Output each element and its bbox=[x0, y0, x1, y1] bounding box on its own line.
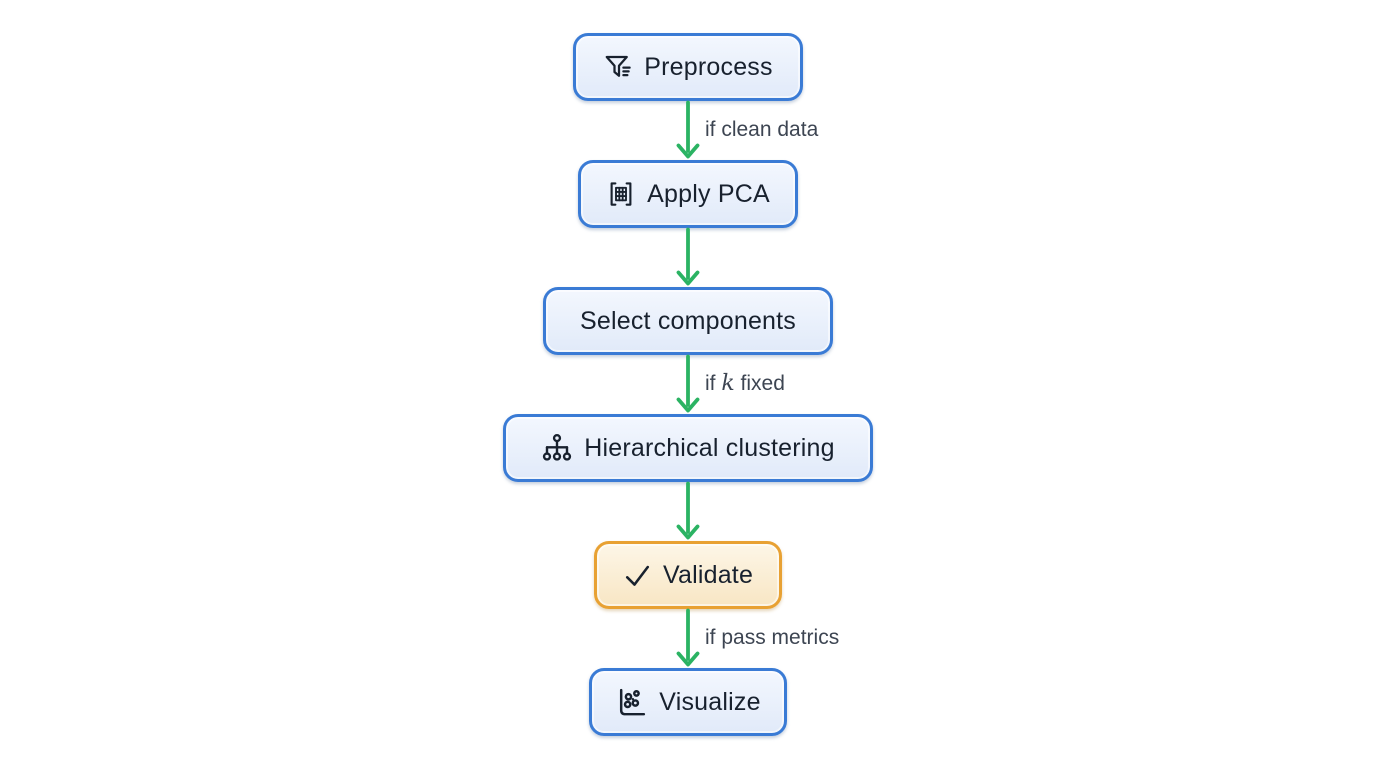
edge-label-math-k: k bbox=[721, 371, 735, 396]
node-label: Hierarchical clustering bbox=[584, 433, 835, 462]
arrow-hierarchical-clustering-to-validate bbox=[676, 481, 700, 540]
filter-icon bbox=[603, 52, 633, 82]
arrow-apply-pca-to-select-components bbox=[676, 227, 700, 286]
edge-label-if-clean-data: if clean data bbox=[705, 118, 819, 141]
node-apply-pca[interactable]: Apply PCA bbox=[578, 160, 798, 228]
node-validate[interactable]: Validate bbox=[594, 541, 782, 609]
arrow-select-components-to-hierarchical-clustering bbox=[676, 354, 700, 413]
node-label: Validate bbox=[662, 560, 754, 589]
scatter-icon bbox=[615, 686, 648, 719]
matrix-icon bbox=[606, 179, 636, 209]
edge-label-if-pass-metrics: if pass metrics bbox=[705, 626, 840, 649]
node-select-components[interactable]: Select components bbox=[543, 287, 833, 355]
node-label: Preprocess bbox=[644, 52, 773, 81]
arrow-preprocess-to-apply-pca bbox=[676, 100, 700, 159]
node-label: Apply PCA bbox=[647, 179, 770, 208]
node-label: Visualize bbox=[659, 687, 761, 716]
edge-label-suffix: fixed bbox=[734, 372, 785, 395]
node-hierarchical-clustering[interactable]: Hierarchical clustering bbox=[503, 414, 873, 482]
hierarchy-icon bbox=[541, 432, 573, 464]
edge-label-prefix: if bbox=[705, 372, 722, 395]
node-visualize[interactable]: Visualize bbox=[589, 668, 787, 736]
node-preprocess[interactable]: Preprocess bbox=[573, 33, 803, 101]
check-icon bbox=[623, 561, 652, 590]
node-label: Select components bbox=[579, 306, 797, 335]
edge-label-if-k-fixed: if k fixed bbox=[705, 371, 785, 397]
arrow-validate-to-visualize bbox=[676, 608, 700, 667]
